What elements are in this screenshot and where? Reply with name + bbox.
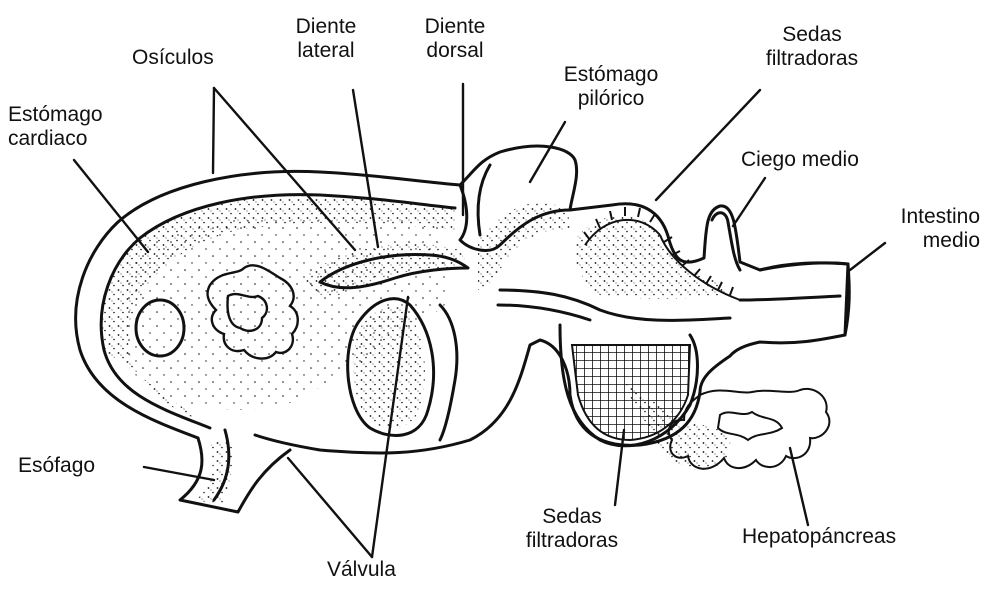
label-osiculos: Osículos [132, 46, 214, 70]
label-intestino-medio-line1: Intestino [862, 205, 980, 229]
label-diente-dorsal: Diente dorsal [416, 15, 494, 63]
leader-osiculos-a [213, 88, 214, 173]
label-sedas-filtradoras-top: Sedas filtradoras [755, 23, 869, 71]
leader-esofago [144, 467, 214, 480]
label-intestino-medio: Intestino medio [862, 205, 980, 253]
label-diente-lateral: Diente lateral [283, 15, 369, 63]
leader-valvula-a [288, 458, 372, 557]
leader-ciego-medio [733, 178, 765, 226]
label-sedas-top-line2: filtradoras [755, 47, 869, 71]
label-estomago-pilorico-line1: Estómago [556, 63, 666, 87]
label-estomago-cardiaco-line2: cardiaco [8, 127, 103, 151]
label-intestino-medio-line2: medio [862, 229, 980, 253]
leader-sedas-bottom [615, 430, 624, 505]
label-diente-lateral-line1: Diente [283, 15, 369, 39]
label-sedas-filtradoras-bottom: Sedas filtradoras [510, 505, 634, 553]
esophagus-tube [180, 438, 290, 512]
label-sedas-top-line1: Sedas [755, 23, 869, 47]
leader-estomago-cardiaco [74, 160, 148, 252]
label-estomago-cardiaco-line1: Estómago [8, 103, 103, 127]
label-estomago-pilorico-line2: pilórico [556, 87, 666, 111]
label-sedas-bottom-line1: Sedas [510, 505, 634, 529]
label-valvula: Válvula [327, 558, 396, 582]
label-estomago-pilorico: Estómago pilórico [556, 63, 666, 111]
label-diente-dorsal-line1: Diente [416, 15, 494, 39]
leader-hepatopancreas [790, 448, 808, 525]
leader-sedas-top [656, 90, 760, 200]
label-esofago: Esófago [18, 454, 95, 478]
label-diente-lateral-line2: lateral [283, 39, 369, 63]
label-diente-dorsal-line2: dorsal [416, 39, 494, 63]
leader-estomago-pilorico [530, 122, 565, 182]
label-ciego-medio: Ciego medio [741, 148, 859, 172]
label-estomago-cardiaco: Estómago cardiaco [8, 103, 103, 151]
label-sedas-bottom-line2: filtradoras [510, 529, 634, 553]
label-hepatopancreas: Hepatopáncreas [742, 525, 896, 549]
